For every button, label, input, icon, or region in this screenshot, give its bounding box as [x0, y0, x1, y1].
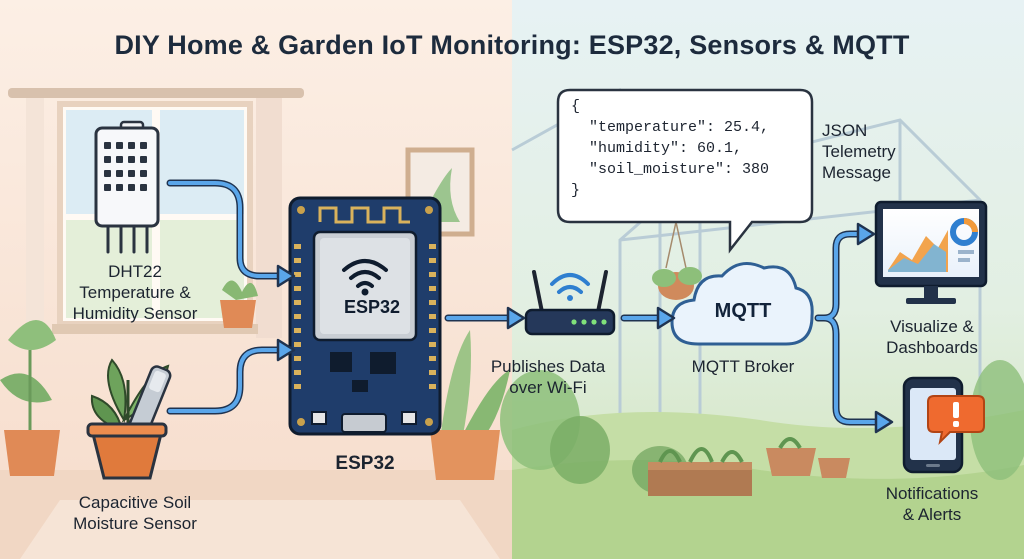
json-caption: JSON Telemetry Message — [822, 120, 922, 183]
raised-garden-bed — [648, 447, 752, 496]
publish-label-line: over Wi-Fi — [509, 378, 587, 397]
dht22-label-line: DHT22 — [108, 262, 162, 281]
json-line: "humidity": 60.1, — [571, 140, 743, 157]
page-title: DIY Home & Garden IoT Monitoring: ESP32,… — [114, 30, 910, 60]
json-line: "temperature": 25.4, — [571, 119, 770, 136]
phone-notification-icon — [902, 376, 985, 474]
json-line: } — [571, 182, 581, 199]
publish-label: Publishes Data over Wi-Fi — [478, 356, 618, 398]
notifications-label-line: Notifications — [885, 484, 979, 503]
visualize-label: Visualize & Dashboards — [862, 316, 1002, 358]
notifications-label: Notifications & Alerts — [862, 483, 1002, 525]
json-speech-bubble — [556, 88, 814, 254]
wifi-icon — [342, 259, 388, 288]
arrows-fill — [168, 181, 882, 424]
dashboard-monitor-icon — [874, 200, 988, 304]
window-sill-plant — [220, 280, 258, 328]
indoor-plant-right — [430, 330, 510, 480]
dht22-label-line: Temperature & — [79, 283, 191, 302]
soil-sensor-label: Capacitive Soil Moisture Sensor — [40, 492, 230, 534]
json-telemetry-code: { "temperature": 25.4, "humidity": 60.1,… — [571, 96, 807, 218]
soil-moisture-sensor — [86, 358, 172, 480]
hanging-plant — [652, 221, 702, 300]
soil-sensor-label-line: Capacitive Soil — [78, 493, 192, 512]
arrow-heads — [276, 222, 894, 434]
mqtt-broker-caption: MQTT Broker — [691, 357, 795, 376]
dht22-label-line: Humidity Sensor — [72, 304, 198, 323]
garden-bushes — [500, 360, 1024, 494]
esp32-chip-label: ESP32 — [343, 297, 401, 317]
visualize-label-line: Dashboards — [886, 338, 978, 357]
dht22-sensor — [94, 120, 160, 254]
visualize-label-line: Visualize & — [890, 317, 974, 336]
esp32-caption: ESP32 — [335, 453, 395, 474]
garden-pots — [766, 437, 850, 478]
dht22-label: DHT22 Temperature & Humidity Sensor — [40, 261, 230, 324]
publish-label-line: Publishes Data — [490, 357, 606, 376]
esp32-board — [288, 196, 442, 436]
notifications-label-line: & Alerts — [902, 505, 962, 524]
indoor-plant-left — [0, 320, 60, 476]
rug — [20, 500, 500, 559]
soil-sensor-label-line: Moisture Sensor — [73, 514, 197, 533]
json-caption-line: Telemetry — [822, 142, 896, 161]
router-icon — [524, 270, 616, 336]
json-caption-line: Message — [822, 163, 891, 182]
mqtt-cloud-label: MQTT — [714, 300, 772, 322]
json-line: { — [571, 98, 581, 115]
json-line: "soil_moisture": 380 — [571, 161, 770, 178]
json-caption-line: JSON — [822, 121, 868, 140]
